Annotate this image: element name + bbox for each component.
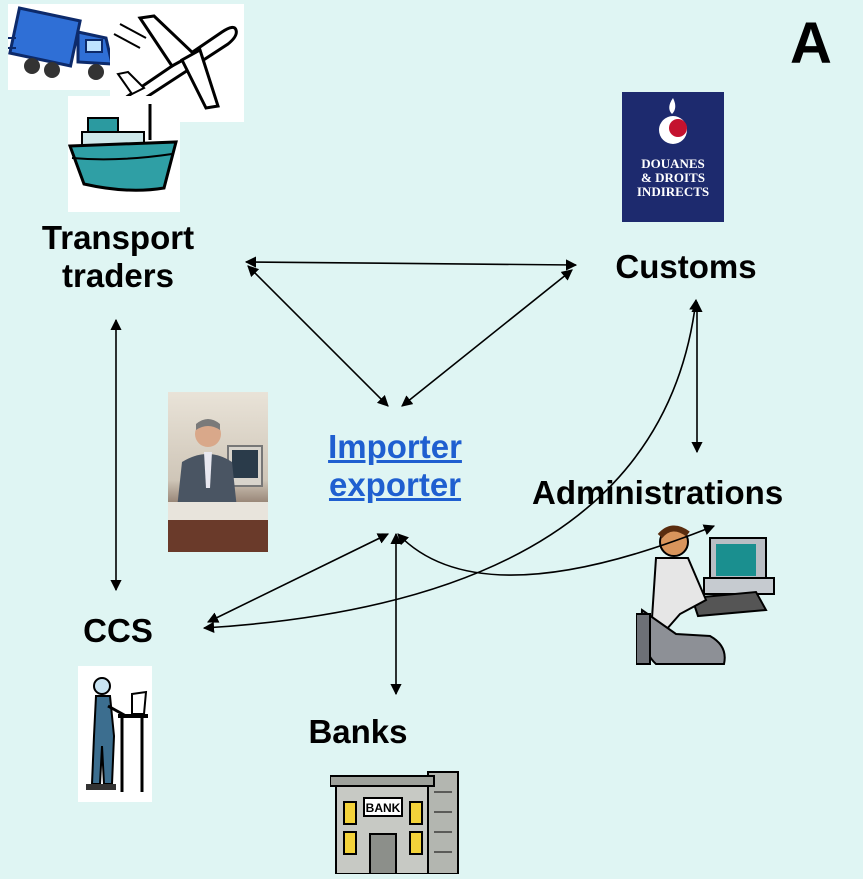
node-customs: Customs — [615, 248, 757, 285]
arrow-transport-customs — [244, 256, 578, 271]
bank-sign: BANK — [366, 801, 401, 815]
flame-emblem-icon — [659, 98, 687, 144]
node-transport-traders: Transport traders — [0, 219, 236, 295]
logo-line-2: & DROITS — [641, 170, 705, 185]
transport-line-1: Transport — [41, 219, 195, 256]
douanes-logo: DOUANES & DROITS INDIRECTS — [622, 92, 724, 222]
logo-line-3: INDIRECTS — [636, 184, 710, 199]
arrow-customs-importer — [401, 269, 573, 407]
node-administrations: Administrations — [532, 474, 784, 511]
arrow-transport-importer — [247, 265, 389, 407]
ccs-terminal-user-icon — [78, 666, 152, 802]
bank-building-icon: BANK — [329, 768, 466, 875]
node-ccs: CCS — [83, 612, 153, 649]
node-banks: Banks — [308, 713, 408, 750]
importer-line-1: Importer — [328, 428, 462, 465]
boat-icon — [68, 96, 180, 212]
arrow-ccs-importer — [206, 533, 390, 623]
node-importer-exporter[interactable]: Importer exporter — [290, 428, 500, 504]
importer-line-2: exporter — [328, 466, 462, 503]
logo-line-1: DOUANES — [641, 156, 705, 171]
transport-line-2: traders — [62, 257, 174, 294]
corner-letter: A — [790, 11, 832, 76]
arrow-importer-administrations — [397, 524, 716, 576]
